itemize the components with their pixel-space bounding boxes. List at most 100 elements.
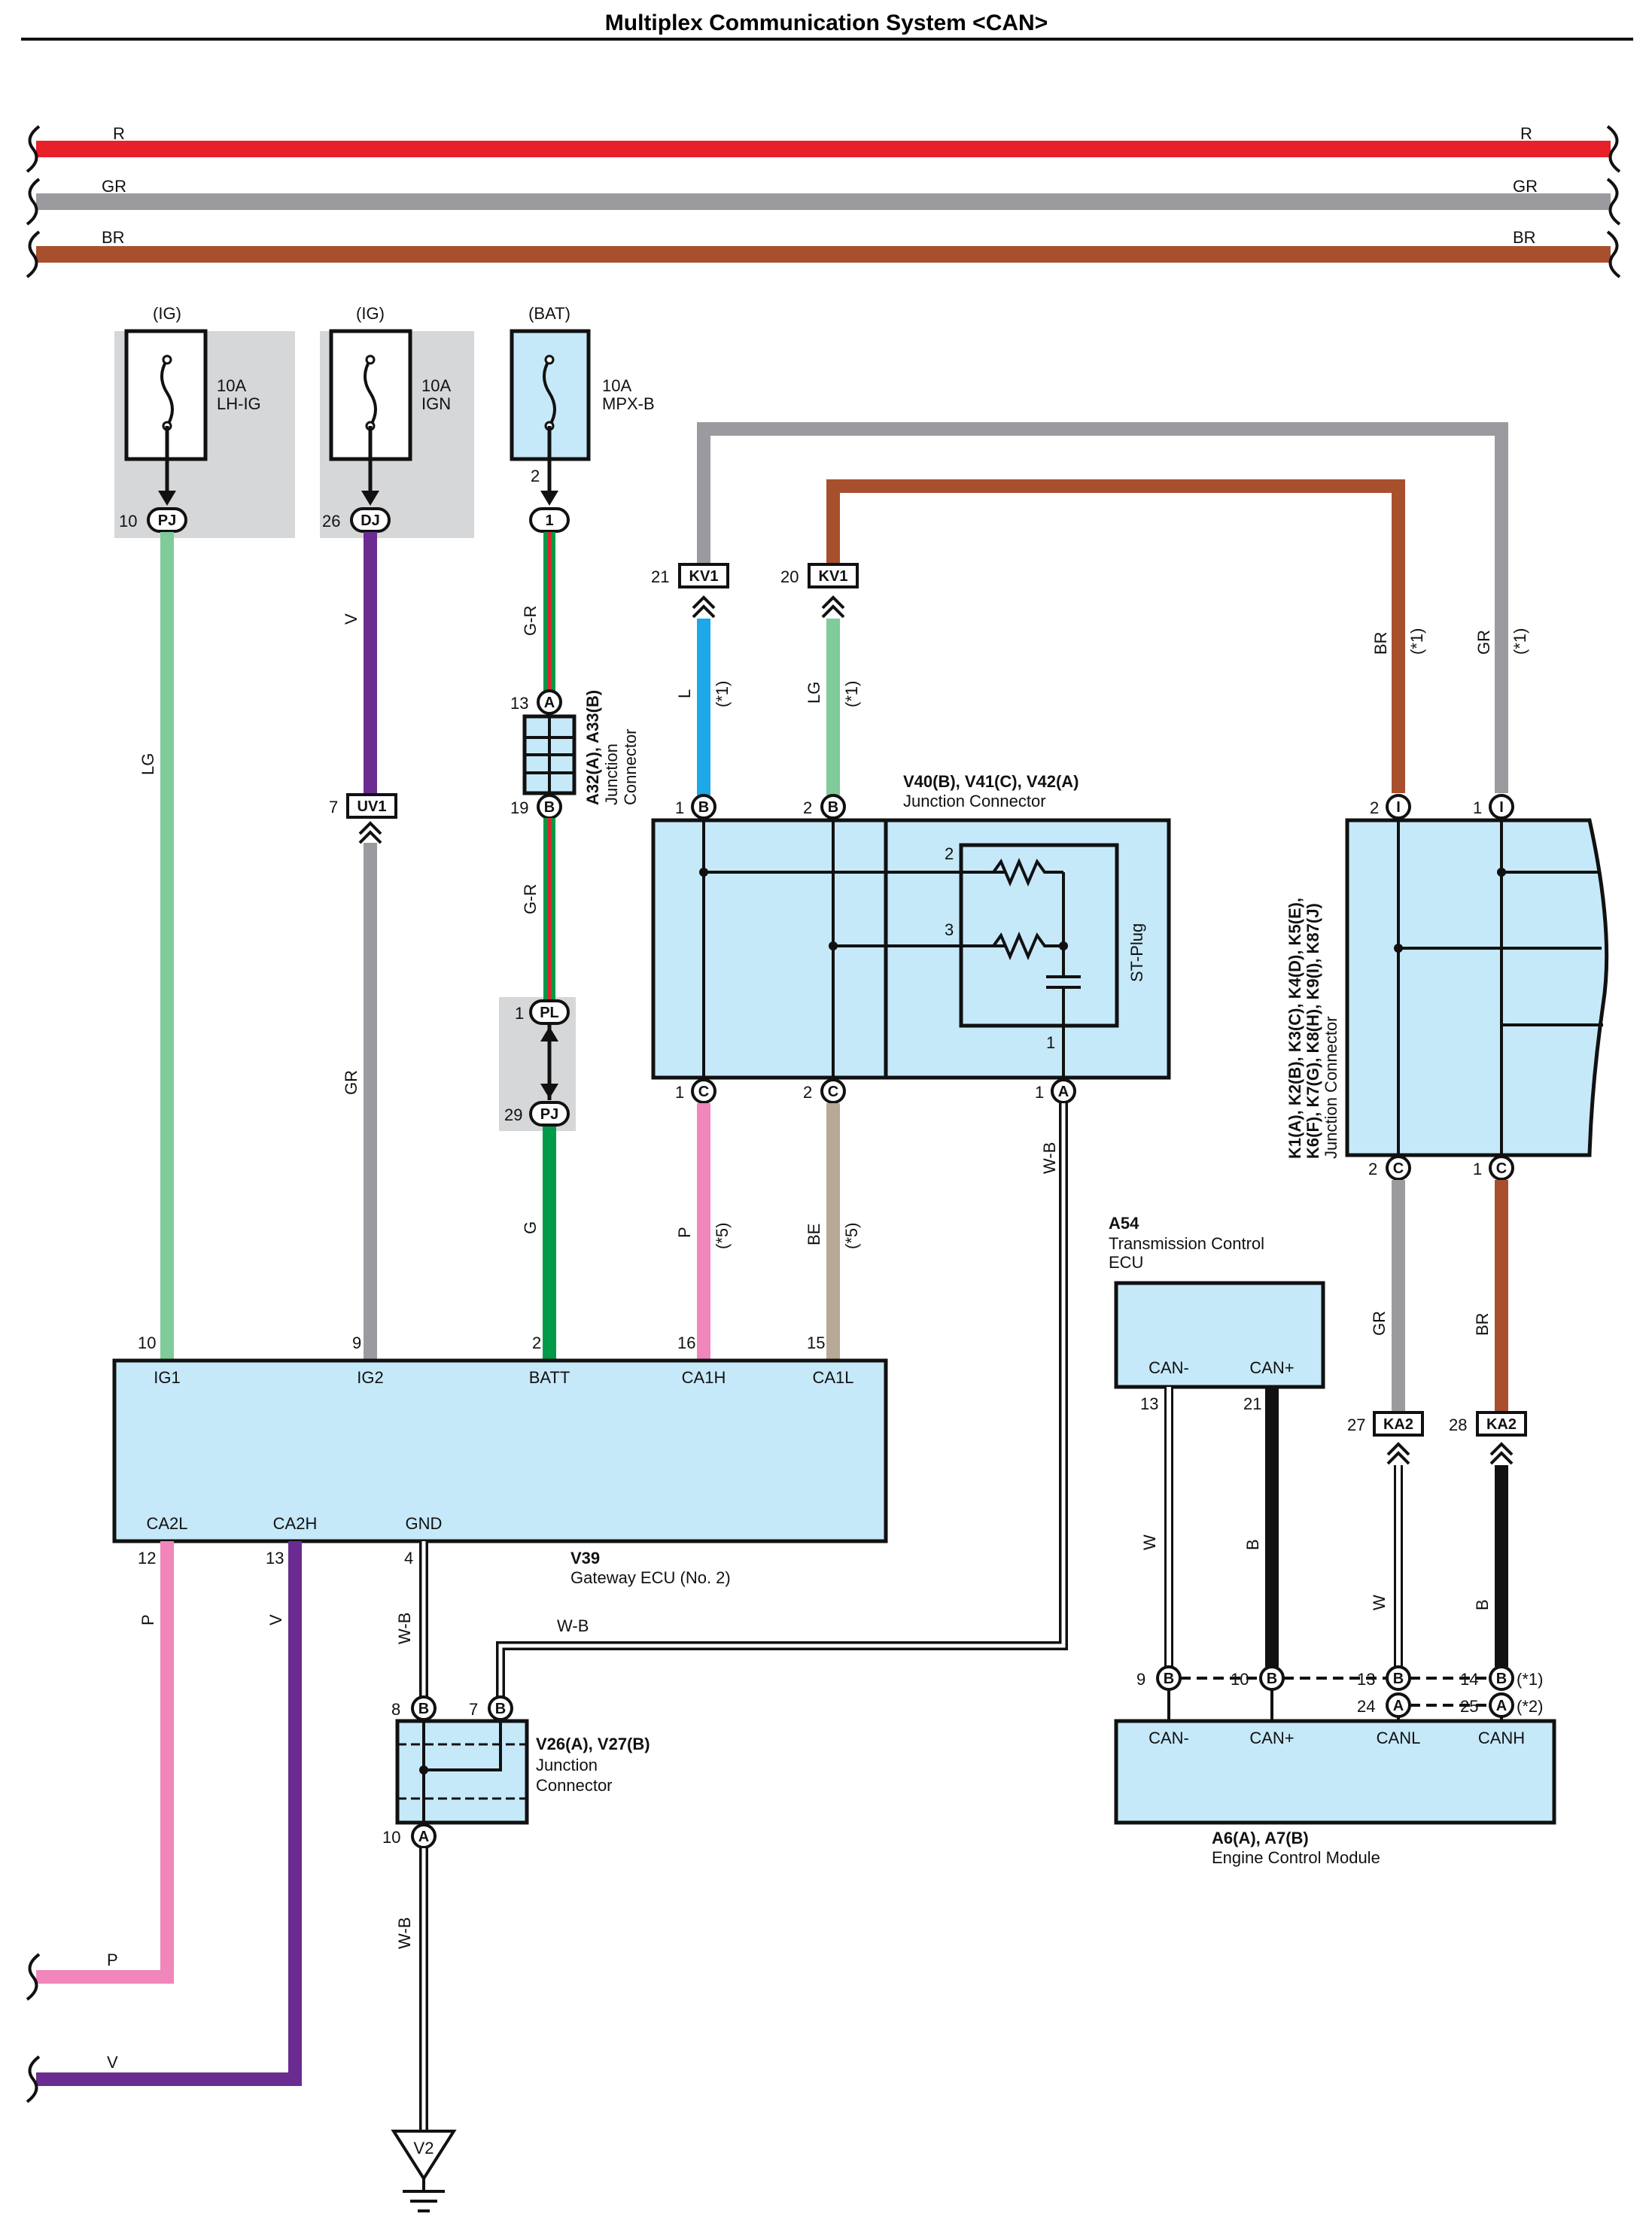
connector-letter: A [1393, 1698, 1404, 1714]
fuse-element-icon [364, 358, 377, 427]
pin-number: 1 [1473, 1160, 1482, 1178]
pin-number: 2 [531, 467, 540, 485]
arrow-up-icon [540, 1026, 558, 1041]
wire-label: LG [138, 753, 157, 775]
pin-circle [1489, 1155, 1514, 1181]
pin-note: (*2) [1517, 1697, 1543, 1716]
pin-number: 1 [675, 798, 684, 817]
pin-number: 8 [391, 1700, 400, 1719]
terminal-name: CA1H [682, 1368, 726, 1387]
connector-kv1-left [678, 563, 729, 588]
pin-number: 9 [1136, 1670, 1145, 1689]
splice-dot [1059, 941, 1068, 950]
fuse-name-2: IGN [421, 394, 451, 413]
arrow-down-icon [540, 491, 558, 506]
fuse-terminal-icon [365, 354, 376, 365]
terminal-name: CA1L [812, 1368, 853, 1387]
wire-br-cross [826, 479, 1405, 793]
splice-dot [419, 1765, 428, 1774]
st-plug-box [959, 843, 1119, 1028]
pin-number: 26 [322, 512, 340, 531]
wire-p-bottom [36, 1541, 174, 1984]
wire-note: (*1) [1511, 628, 1529, 655]
pin-circle [820, 794, 846, 820]
connector-code: 1 [545, 512, 553, 529]
fuse-rating-3: 10A [602, 376, 631, 395]
fuse-lh-ig: (IG) 10A LH-IG PJ 10 [119, 304, 261, 533]
terminal-name: IG2 [357, 1368, 383, 1387]
transmission-ecu-body [1114, 1281, 1325, 1389]
junction-connector-v26: B 8 B 7 A 10 V26(A), V27(B) Junction Con… [382, 1695, 650, 1849]
splice-dot [699, 868, 708, 877]
terminal-name: CAN+ [1249, 1358, 1294, 1377]
connector-code: PJ [158, 512, 176, 529]
break-mark-right-r [1606, 125, 1621, 173]
pin-note: (*1) [1517, 1670, 1543, 1689]
connector-desc: Junction [602, 743, 621, 805]
pin-circle [1489, 794, 1514, 820]
wire-note: (*1) [842, 681, 861, 707]
pin-number: 1 [1035, 1083, 1044, 1102]
connector-letter: B [828, 799, 838, 816]
wire-label: V [342, 613, 361, 625]
ground-triangle [391, 2130, 457, 2182]
bus-label-left-r: R [113, 124, 125, 143]
pin-number: 29 [504, 1105, 522, 1124]
junction-body [395, 1719, 529, 1825]
connector-letter: B [418, 1701, 429, 1717]
break-mark-right-gr [1606, 178, 1621, 226]
gateway-ecu-body [112, 1358, 888, 1543]
fuse-terminal-icon [544, 354, 555, 365]
connector-desc: Junction Connector [1322, 1016, 1340, 1159]
pin-number: 1 [675, 1083, 684, 1102]
pin-number: 2 [945, 844, 954, 863]
wire-note: (*5) [842, 1223, 861, 1249]
fuse-rating-2: 10A [421, 376, 451, 395]
connector-desc: Junction [536, 1756, 598, 1774]
connector-pj-bottom [529, 1101, 570, 1127]
pin-number: 10 [119, 512, 137, 531]
bus-label-left-gr: GR [102, 177, 126, 196]
fuse-source-3: (BAT) [528, 304, 570, 323]
terminal-name: CAN- [1148, 1729, 1189, 1747]
connector-pj-top [147, 507, 187, 533]
pin-number: 9 [352, 1333, 361, 1352]
pin-number: 13 [510, 694, 528, 713]
arrow-down-icon [540, 1084, 558, 1099]
connector-name: A32(A), A33(B) [583, 690, 602, 805]
resistor-icon [992, 857, 1063, 887]
wire-v-bottom [36, 1541, 302, 2086]
pin-circle [691, 1078, 716, 1104]
connector-ka2-left [1373, 1411, 1424, 1437]
ecm-body [1114, 1719, 1556, 1825]
pin-number: 1 [1046, 1033, 1055, 1052]
connector-ka2-right [1476, 1411, 1527, 1437]
connector-desc: Connector [536, 1776, 613, 1795]
transmission-control-ecu: A54 Transmission Control ECU CAN- CAN+ 1… [1109, 1214, 1325, 1413]
connector-a32-pin [537, 689, 562, 715]
pin-number: 14 [1460, 1670, 1478, 1689]
connector-letter: B [1267, 1671, 1277, 1687]
connector-dj [350, 507, 391, 533]
splice-dot [1497, 868, 1506, 877]
pin-circle [1051, 1078, 1076, 1104]
wire-w-b-link [496, 1103, 1068, 1697]
wire-label: G [521, 1221, 540, 1234]
ecm-code: A6(A), A7(B) [1212, 1829, 1309, 1847]
wire-label: B [1473, 1599, 1492, 1610]
bus-label-right-r: R [1520, 124, 1532, 143]
connector-chevron-icon [692, 595, 716, 619]
connector-chevron-icon [821, 595, 845, 619]
connector-letter: B [1393, 1671, 1404, 1687]
connector-kv1-right [808, 563, 859, 588]
terminal-name: CAN+ [1249, 1729, 1294, 1747]
connector-name: V26(A), V27(B) [536, 1735, 650, 1753]
bus-label-right-gr: GR [1513, 177, 1538, 196]
wire-label: P [675, 1227, 694, 1238]
ecm-name: Engine Control Module [1212, 1848, 1380, 1867]
connector-letter: I [1396, 799, 1401, 816]
wire-label: P [107, 1951, 118, 1969]
ecu-code: A54 [1109, 1214, 1139, 1233]
fuse-element-icon [543, 358, 556, 427]
pin-number: 2 [532, 1333, 541, 1352]
